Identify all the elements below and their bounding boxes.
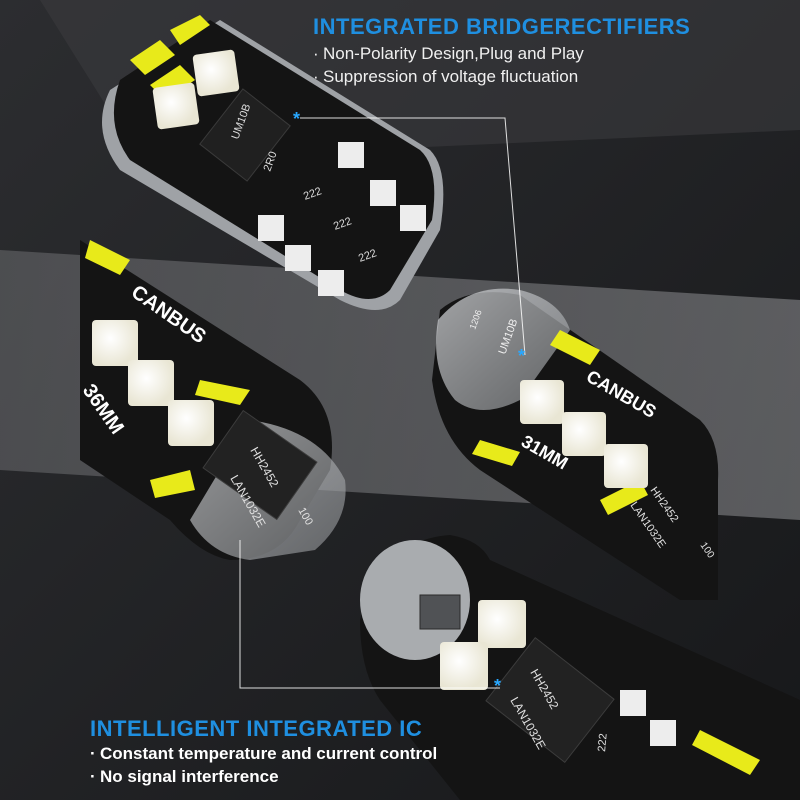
asterisk-marker-icon: * [518, 346, 525, 366]
chip-label: 222 [302, 185, 323, 203]
chip-label: 222 [596, 733, 610, 752]
chip-label: 222 [332, 215, 353, 233]
callout-markers: * * * [293, 109, 525, 696]
bulb-top: UM10B 2R0 222 222 222 [102, 15, 444, 310]
asterisk-marker-icon: * [494, 676, 501, 696]
callout-lines [239, 117, 526, 689]
asterisk-marker-icon: * [293, 109, 300, 129]
bulb-bottom: HH2452 LAN1032E 222 [360, 535, 800, 800]
bulb-left: CANBUS 36MM HH2452 LAN1032E 100 [78, 240, 346, 560]
chip-label: 222 [357, 247, 378, 265]
bulb-right: UM10B 1206 CANBUS 31MM HH2452 LAN1032E 1… [432, 288, 719, 600]
